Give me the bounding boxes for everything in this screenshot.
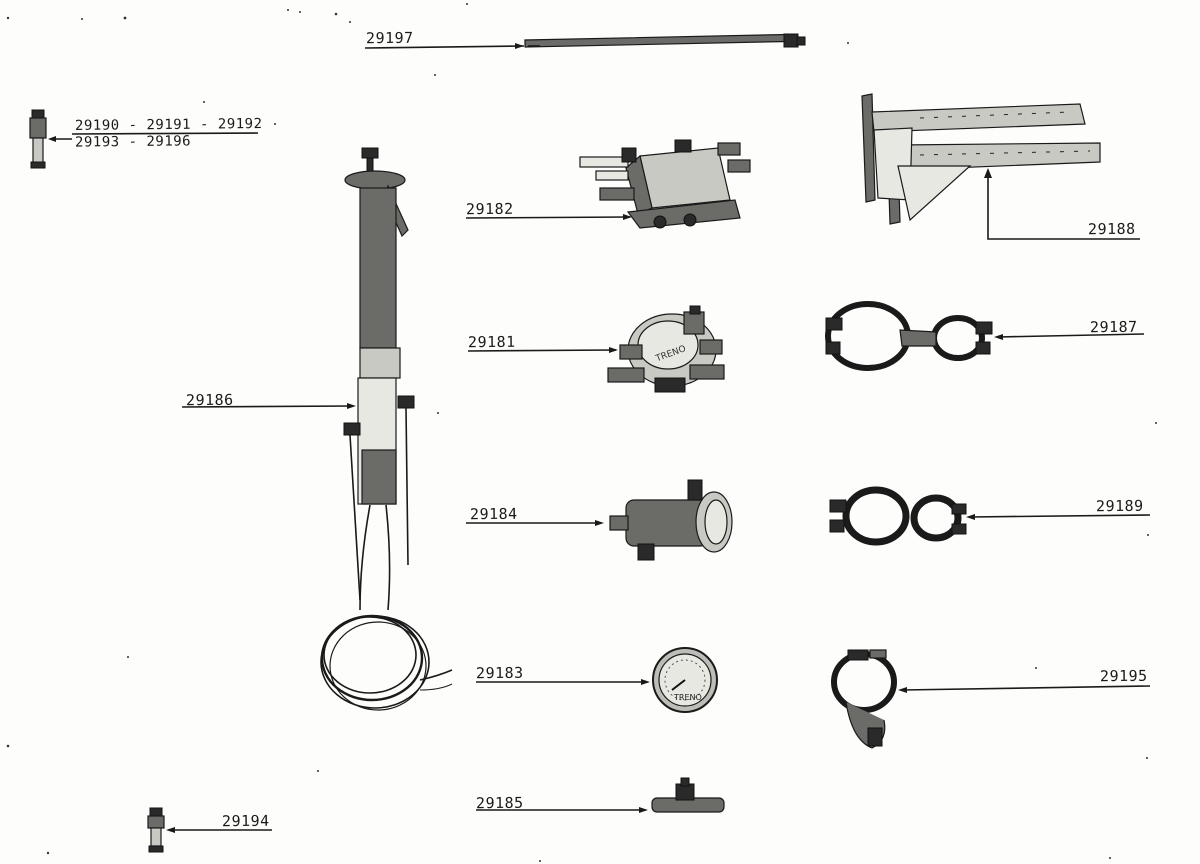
part-29188-bracket — [861, 93, 1140, 240]
label-29183: 29183 — [475, 663, 524, 683]
label-29197: 29197 — [365, 28, 414, 48]
part-29185-tee-fitting — [476, 777, 725, 813]
part-29182-distribution-block — [465, 139, 751, 229]
label-29186: 29186 — [185, 390, 234, 410]
part-29181-regulator: TRENO — [467, 305, 725, 393]
part-29194-plug — [147, 807, 272, 853]
leader-29181 — [467, 349, 617, 352]
label-29184: 29184 — [469, 504, 518, 524]
leader-29186 — [181, 405, 353, 408]
label-29187: 29187 — [1089, 317, 1138, 337]
leader-29190 — [71, 132, 259, 135]
label-29182: 29182 — [465, 199, 514, 219]
label-29190-line1: 29190 - 29191 - 29192 — [74, 116, 263, 134]
leader-29197 — [364, 45, 525, 49]
label-29188: 29188 — [1087, 219, 1136, 239]
part-29184-filter — [466, 479, 733, 561]
label-29194: 29194 — [221, 811, 270, 831]
leader-29195 — [901, 685, 1151, 691]
part-29197-threaded-rod — [364, 33, 806, 49]
part-29183-gauge: TRENO — [476, 647, 718, 713]
label-29189: 29189 — [1095, 496, 1144, 516]
leader-29189 — [969, 514, 1151, 518]
part-29195-hook-clamp — [831, 649, 1151, 749]
part-29190-small-valve — [29, 109, 259, 169]
print-specks — [6, 3, 1157, 862]
leader-29182 — [465, 216, 631, 219]
gauge-face-text: TRENO — [673, 693, 702, 702]
label-29190-line2: 29193 - 29196 — [74, 133, 192, 151]
label-29195: 29195 — [1099, 666, 1148, 686]
label-29185: 29185 — [475, 793, 524, 813]
part-29187-clamp — [825, 301, 1145, 371]
part-29189-double-ring — [829, 486, 1151, 546]
leader-29188 — [987, 172, 1140, 240]
label-29181: 29181 — [467, 332, 516, 352]
leader-29187 — [997, 333, 1145, 338]
part-29186-hand-pump — [181, 147, 453, 711]
